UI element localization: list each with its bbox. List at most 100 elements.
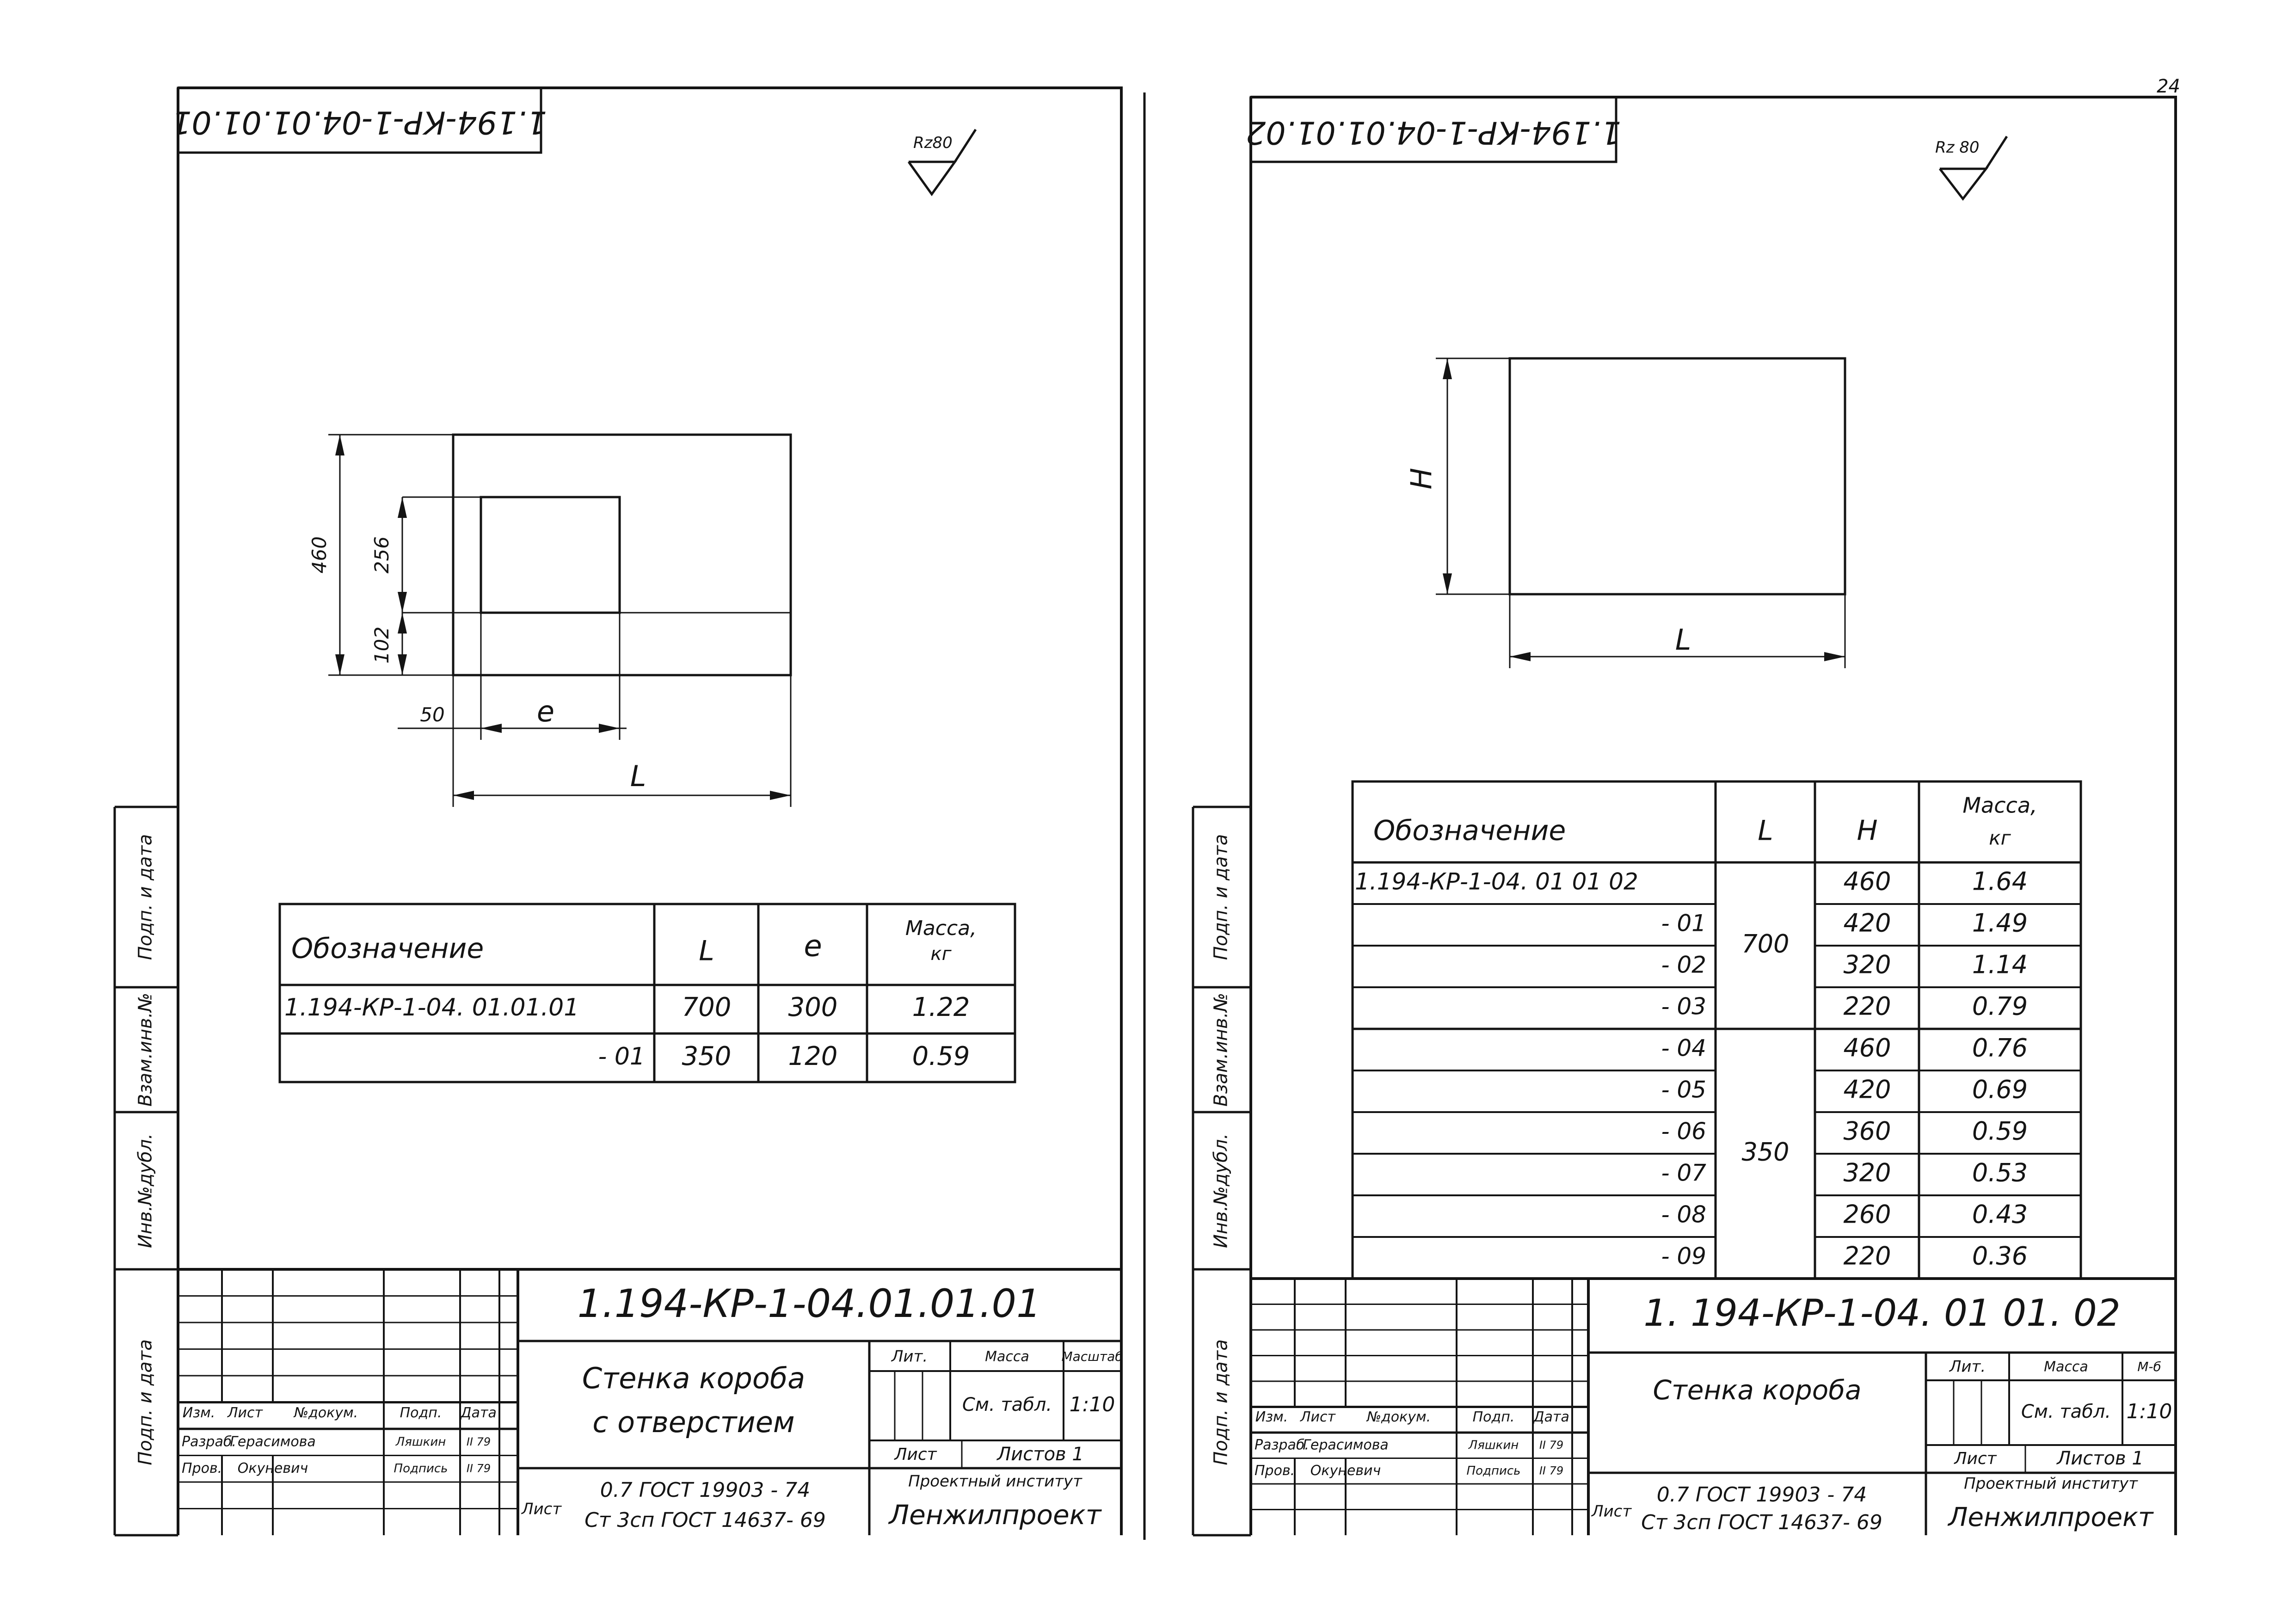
tb-name-line1: Стенка короба [1653,1374,1861,1406]
td-H: 460 [1843,1033,1891,1063]
td-e: 120 [788,1041,838,1071]
sheet-2-roughness: Rz 80 [1935,138,1980,157]
tb-col-header: Изм. [1255,1409,1288,1425]
th-mass: Масса, [905,917,977,940]
dim-H: H [1404,468,1438,490]
arrow [1443,573,1452,594]
th-mass-unit: кг [1989,827,2011,849]
part-outline [1508,357,1846,596]
td-designation: - 02 [1661,952,1706,978]
td-H: 320 [1843,950,1891,979]
tb-sign: Ляшкин [1468,1438,1519,1452]
side-stamp-label: Взам.инв.№ [1211,993,1232,1107]
dim-e: e [537,695,554,728]
tb-sign: Подпись [1467,1464,1521,1478]
side-stamp-label: Подп. и дата [1211,1339,1232,1465]
th-designation: Обозначение [1373,815,1566,847]
tb-name: Окуневич [238,1460,308,1476]
side-stamp-label: Подп. и дата [135,1339,156,1465]
table-border [278,903,1016,1083]
td-designation: - 08 [1661,1201,1706,1228]
td-mass: 1.64 [1972,867,2028,896]
td-H: 420 [1843,909,1891,938]
td-mass: 0.79 [1972,992,2028,1021]
td-H: 260 [1843,1200,1891,1229]
tb-col-header: Лист [227,1405,264,1421]
td-designation: - 04 [1661,1035,1706,1062]
arrow [481,724,502,733]
td-mass: 0.53 [1972,1158,2028,1187]
part-hole [480,496,621,614]
tb-material-prefix: Лист [1591,1502,1632,1521]
sheet-1-roughness: Rz80 [913,134,953,152]
td-H: 420 [1843,1075,1891,1104]
tb-lit-label: Лит. [1949,1358,1986,1376]
td-mass: 1.49 [1972,909,2028,938]
part-outline [452,433,792,677]
tb-name: Окуневич [1310,1463,1381,1479]
td-designation: - 01 [1661,910,1706,937]
dim-L: L [1675,623,1691,657]
tb-sign: Ляшкин [395,1435,446,1449]
td-designation: - 07 [1661,1160,1706,1187]
sheet-1-stamp-box [177,86,542,154]
tb-scale-label: М-б [2137,1359,2161,1374]
tb-role: Разраб. [182,1433,236,1450]
arrow [398,497,407,518]
dim-50: 50 [420,703,444,726]
tb-name: Герасимова [230,1433,316,1450]
tb-col-header: Изм. [183,1405,215,1421]
side-stamp-label: Инв.№дубл. [1211,1133,1232,1248]
tb-col-header: №докум. [293,1405,358,1421]
td-e: 300 [788,992,838,1022]
tb-role: Пров. [1255,1463,1295,1479]
tb-org-line1: Проектный институт [1964,1475,2138,1493]
page-number: 24 [2157,76,2180,97]
td-designation: 1.194-КР-1-04. 01.01.01 [284,994,579,1021]
th-mass: Масса, [1962,793,2037,818]
tb-date: II 79 [1539,1464,1563,1477]
th-mass-unit: кг [930,943,952,965]
td-H: 360 [1843,1117,1891,1146]
tb-scale-label: Масштаб [1061,1349,1123,1364]
sheet-2-stamp-box [1249,96,1617,163]
td-L-merged: 700 [1741,929,1789,959]
tb-sheets-label: Листов 1 [996,1444,1084,1465]
td-L-merged: 350 [1741,1138,1789,1167]
arrow [398,613,407,634]
td-mass: 0.59 [912,1041,970,1071]
side-stamp-label: Подп. и дата [135,834,156,960]
tb-org-line1: Проектный институт [908,1472,1082,1491]
tb-role: Разраб. [1255,1437,1309,1453]
arrow [398,654,407,675]
arrow [1443,358,1452,379]
td-H: 460 [1843,867,1891,896]
side-stamp-label: Инв.№дубл. [135,1133,156,1248]
tb-col-header: Подп. [400,1405,442,1421]
arrow [453,791,474,800]
tb-name: Герасимова [1303,1437,1389,1453]
arrow [335,654,344,675]
th-L: L [1758,815,1773,847]
tb-sheets-label: Листов 1 [2056,1448,2144,1469]
arrow [398,592,407,613]
dim-L: L [630,759,646,793]
dim-102: 102 [370,627,393,664]
td-mass: 0.43 [1972,1200,2028,1229]
tb-org-line2: Ленжилпроект [1947,1502,2154,1532]
tb-material-line1: 0.7 ГОСТ 19903 - 74 [1657,1483,1867,1507]
arrow [1510,652,1531,661]
td-mass: 1.22 [912,992,970,1022]
tb-org-line2: Ленжилпроект [888,1499,1102,1531]
td-H: 220 [1843,1242,1891,1271]
tb-mass-label: Масса [2044,1359,2088,1375]
td-mass: 0.59 [1972,1117,2028,1146]
td-designation: - 05 [1661,1077,1706,1103]
tb-material-prefix: Лист [521,1500,562,1519]
tb-material-line2: Ст 3сп ГОСТ 14637- 69 [584,1508,826,1532]
